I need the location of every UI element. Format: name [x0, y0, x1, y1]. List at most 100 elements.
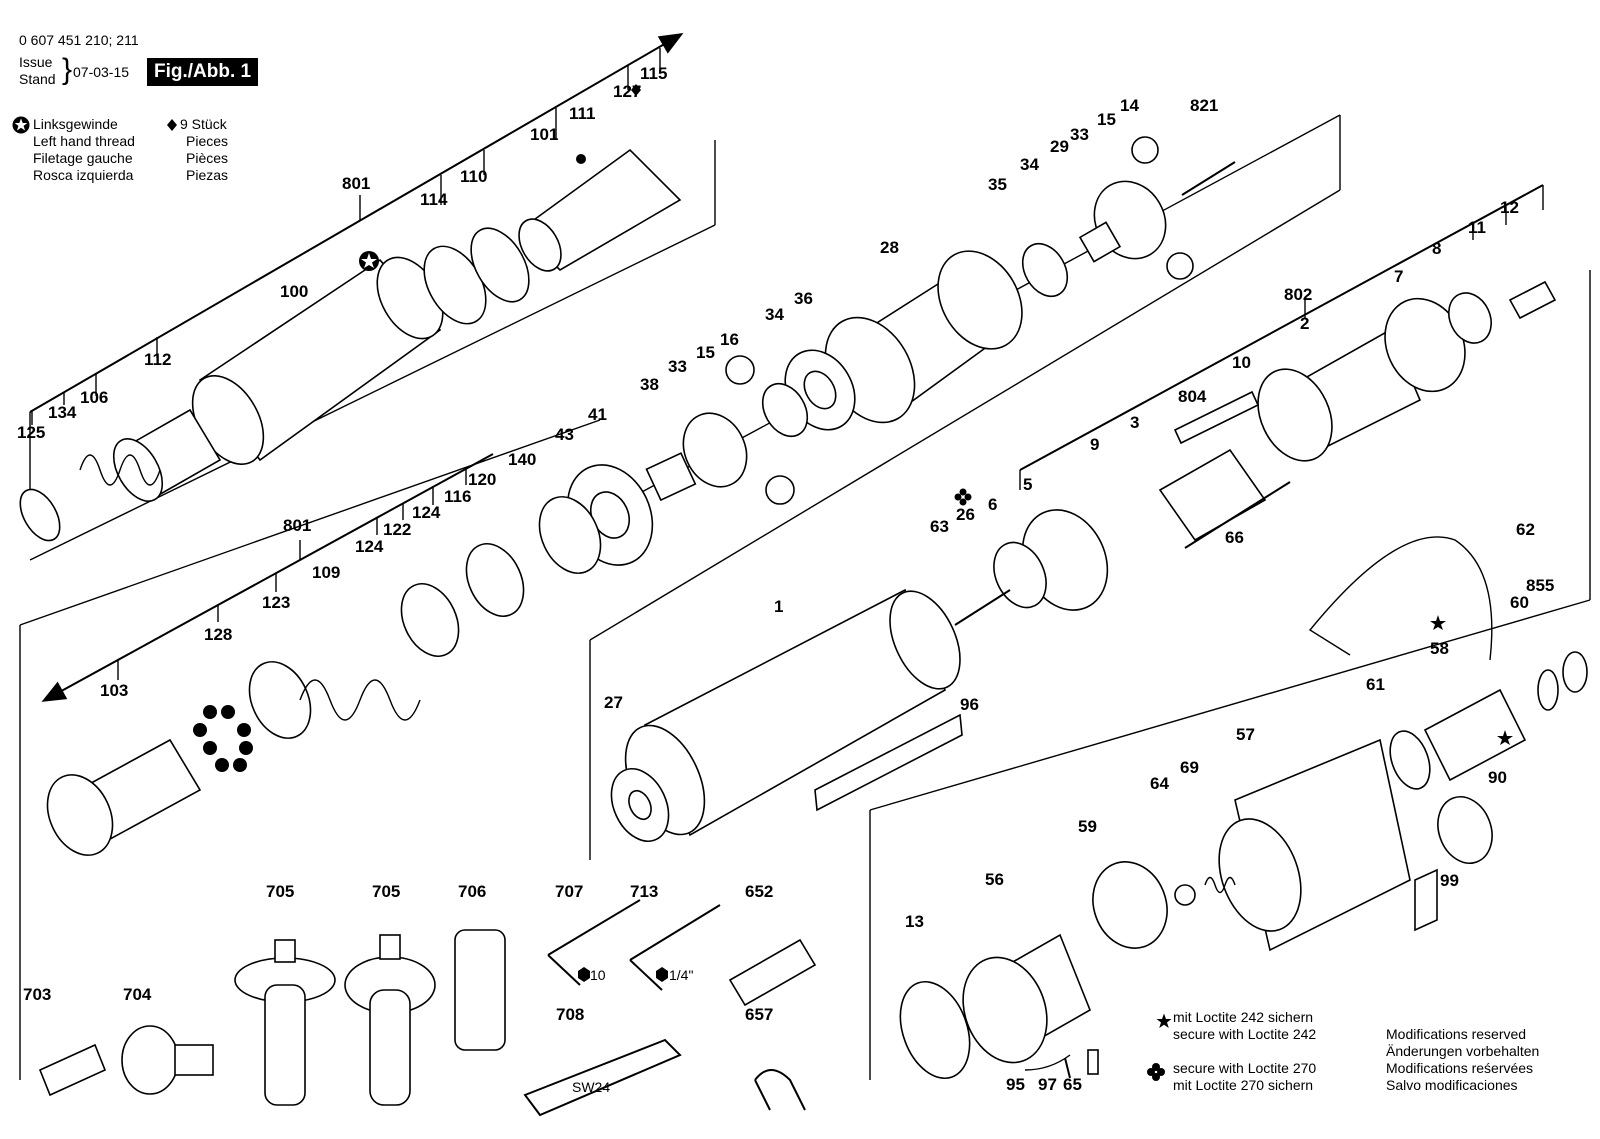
label-69: 69	[1180, 758, 1199, 777]
frame-right	[869, 270, 1591, 1080]
part-34-washer	[761, 242, 1069, 438]
loctite-242-de: mit Loctite 242 sichern	[1173, 1009, 1314, 1025]
circled-star-icon	[12, 116, 30, 134]
label-120: 120	[468, 470, 496, 489]
label-100: 100	[280, 282, 308, 301]
label-66: 66	[1225, 528, 1244, 547]
legend-rosca-izquierda: Rosca izquierda	[33, 167, 134, 183]
label-11: 11	[1468, 218, 1486, 237]
label-6: 6	[988, 495, 997, 514]
part-43-clip	[538, 496, 602, 574]
part-16-gear	[725, 355, 795, 505]
legend-piezas: Piezas	[186, 167, 229, 183]
modifications-fr: Modifications reśervées	[1386, 1060, 1534, 1076]
label-60: 60	[1510, 593, 1529, 612]
loctite-242-en: secure with Loctite 242	[1173, 1026, 1317, 1042]
part-58-inlet	[1423, 688, 1527, 782]
part-103-shaft	[46, 738, 202, 856]
part-66-pin	[1184, 481, 1291, 549]
label-134: 134	[48, 403, 77, 422]
part-652-nipple	[728, 938, 817, 1007]
issue-label: Issue	[19, 54, 53, 70]
part-59-valve	[1092, 861, 1168, 949]
label-12: 12	[1500, 198, 1519, 217]
label-38: 38	[640, 375, 659, 394]
part-99-plate	[1414, 868, 1438, 932]
legend-pieces: Pieces	[186, 133, 229, 149]
part-2-cylinder	[1257, 328, 1422, 462]
label-652: 652	[745, 882, 773, 901]
label-33-lower: 33	[668, 357, 687, 376]
part-64-ball	[1174, 884, 1196, 906]
label-123: 123	[262, 593, 290, 612]
part-122-bearing	[400, 583, 460, 657]
label-99: 99	[1440, 871, 1459, 890]
loctite-270-en: secure with Loctite 270	[1173, 1060, 1317, 1076]
left-hand-thread-marker	[359, 251, 379, 271]
label-95: 95	[1006, 1075, 1025, 1094]
label-109: 109	[312, 563, 340, 582]
part-65-pin	[1087, 1049, 1099, 1075]
part-1-motor-housing	[624, 588, 961, 837]
part-128-balls	[193, 705, 253, 772]
label-801-upper: 801	[342, 174, 370, 193]
label-8: 8	[1432, 239, 1441, 258]
part-114-ring	[423, 227, 530, 325]
part-63-shaft	[954, 589, 1011, 626]
label-112: 112	[144, 350, 171, 369]
label-804: 804	[1178, 387, 1207, 406]
legend-9-stueck: 9 Stück	[180, 116, 227, 132]
label-713: 713	[630, 882, 658, 901]
hex-marker-707	[578, 967, 590, 982]
part-3-rotor	[1158, 448, 1267, 542]
label-15-upper: 15	[1097, 110, 1116, 129]
label-802: 802	[1284, 285, 1312, 304]
label-103: 103	[100, 681, 128, 700]
label-90: 90	[1488, 768, 1507, 787]
part-90-plug	[1437, 796, 1493, 864]
label-707: 707	[555, 882, 583, 901]
axis-group-802	[1019, 184, 1544, 490]
label-114: 114	[420, 190, 448, 209]
label-35: 35	[988, 175, 1007, 194]
part-number: 0 607 451 210; 211	[19, 32, 139, 48]
label-122: 122	[383, 520, 411, 539]
label-61: 61	[1366, 675, 1385, 694]
label-708: 708	[556, 1005, 584, 1024]
label-124-lower: 124	[355, 537, 384, 556]
part-100-housing	[191, 256, 444, 465]
dot-marker-111	[576, 154, 586, 164]
axis-group-801-upper	[29, 32, 716, 561]
label-34-lower: 34	[765, 305, 784, 324]
label-34-upper: 34	[1020, 155, 1039, 174]
part-62-wire	[1308, 536, 1493, 661]
part-703-nipple	[38, 1043, 107, 1097]
label-106: 106	[80, 388, 108, 407]
label-56: 56	[985, 870, 1004, 889]
label-28: 28	[880, 238, 899, 257]
part-821-pin	[1181, 161, 1236, 196]
clover-icon	[1147, 1063, 1165, 1081]
legend-filetage-gauche: Filetage gauche	[33, 150, 133, 166]
legend-linksgewinde: Linksgewinde	[33, 116, 118, 132]
label-33-upper: 33	[1070, 125, 1089, 144]
label-128: 128	[204, 625, 232, 644]
label-65: 65	[1063, 1075, 1082, 1094]
label-855: 855	[1526, 576, 1554, 595]
label-29: 29	[1050, 137, 1069, 156]
legend-pieces-fr: Pièces	[186, 150, 229, 166]
label-64: 64	[1150, 774, 1169, 793]
label-62: 62	[1516, 520, 1535, 539]
part-705-handle-b	[344, 934, 436, 1106]
part-96-label	[814, 713, 963, 812]
part-109-spring	[299, 679, 421, 721]
pieces-legend: 9 Stück Pieces Pièces Piezas	[166, 116, 228, 184]
star-marker-90	[1497, 730, 1513, 745]
label-27: 27	[604, 693, 623, 712]
label-43: 43	[555, 425, 574, 444]
label-58: 58	[1430, 639, 1449, 658]
brace-glyph: }	[62, 53, 73, 86]
label-15-lower: 15	[696, 343, 715, 362]
stand-label: Stand	[19, 71, 56, 87]
label-705-a: 705	[266, 882, 294, 901]
